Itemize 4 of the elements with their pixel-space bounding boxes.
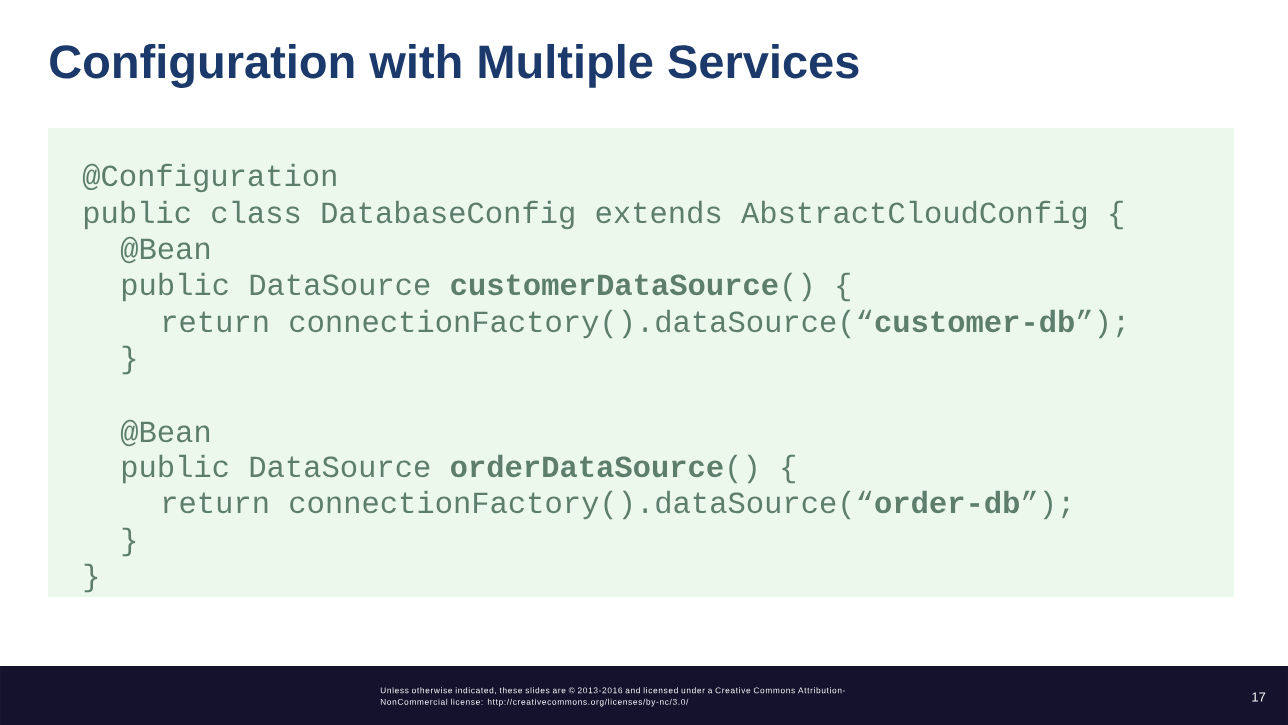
slide-title: Configuration with Multiple Services bbox=[50, 43, 859, 88]
code-block: @Configuration public class DatabaseConfig extends AbstractCloudConfig { @Bean public DataSource customerDataSource() { return connectionFactory().dataSource(“customer-db”); } @Bean public DataSource orderDataSource() { return connectionFactory().dataSource(“order-db”); } } bbox=[48, 128, 1234, 597]
footer-note: Unless otherwise indicated, these slides are © 2013-2016 and licensed under a Creative Commons Attribution-NonCommercial license: http://creativecommons.org/licenses/by-nc/3.0/ bbox=[380, 687, 846, 707]
page-number: 17 bbox=[1252, 692, 1266, 702]
